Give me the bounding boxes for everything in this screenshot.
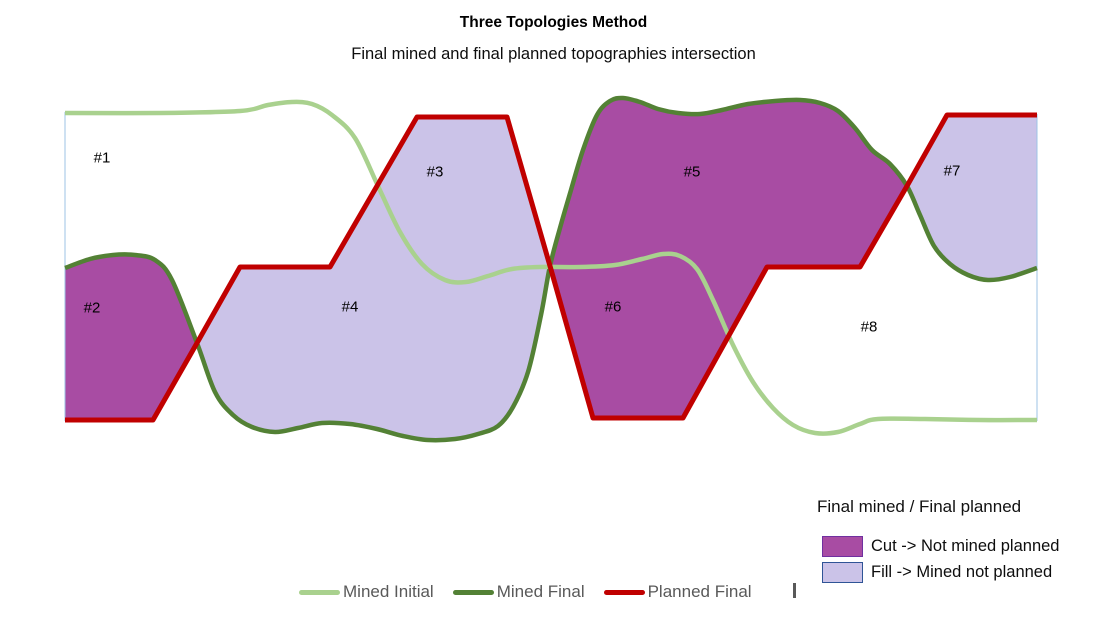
cut-legend-label: Cut -> Not mined planned bbox=[871, 536, 1060, 555]
cut-color-swatch bbox=[822, 535, 863, 557]
mined-initial-line-swatch bbox=[299, 589, 340, 595]
region-label-4: #4 bbox=[342, 299, 359, 316]
mined-final-line bbox=[64, 95, 1038, 443]
fill-legend: Final mined / Final planned Cut -> Not m… bbox=[817, 497, 1103, 586]
page-subtitle: Final mined and final planned topographi… bbox=[351, 45, 756, 63]
region-5-6-cut bbox=[550, 97, 907, 418]
legend-item-fill: Fill -> Mined not planned bbox=[817, 560, 1103, 584]
planned-final-legend-label: Planned Final bbox=[647, 582, 752, 601]
mined-initial-legend-label: Mined Initial bbox=[343, 582, 434, 601]
region-label-8: #8 bbox=[861, 319, 878, 336]
region-label-1: #1 bbox=[94, 150, 111, 167]
planned-final-line bbox=[65, 112, 1037, 423]
region-label-2: #2 bbox=[84, 300, 101, 317]
region-2-cut bbox=[65, 254, 197, 420]
region-3-4-fill bbox=[197, 117, 550, 441]
legend-item-mined-initial: Mined Initial bbox=[299, 582, 434, 602]
region-label-7: #7 bbox=[944, 163, 961, 180]
planned-final-line-swatch bbox=[603, 589, 645, 595]
series-legend: Mined Initial Mined Final Planned Final bbox=[299, 582, 771, 602]
legend-item-cut: Cut -> Not mined planned bbox=[817, 534, 1103, 558]
fill-legend-label: Fill -> Mined not planned bbox=[871, 562, 1053, 581]
region-label-6: #6 bbox=[605, 299, 622, 316]
page-title: Three Topologies Method bbox=[459, 14, 648, 31]
mined-initial-line bbox=[64, 99, 1038, 436]
text-cursor-mark bbox=[793, 583, 796, 598]
fill-legend-title: Final mined / Final planned bbox=[817, 497, 1022, 516]
fill-color-swatch bbox=[822, 561, 863, 583]
legend-item-planned-final: Planned Final bbox=[603, 582, 752, 602]
region-label-5: #5 bbox=[684, 164, 701, 181]
mined-final-legend-label: Mined Final bbox=[496, 582, 585, 601]
region-label-3: #3 bbox=[427, 164, 444, 181]
legend-item-mined-final: Mined Final bbox=[452, 582, 585, 602]
mined-final-line-swatch bbox=[452, 589, 494, 595]
title-block: Three Topologies Method Final mined and … bbox=[0, 14, 1107, 64]
region-7-fill bbox=[907, 115, 1037, 281]
